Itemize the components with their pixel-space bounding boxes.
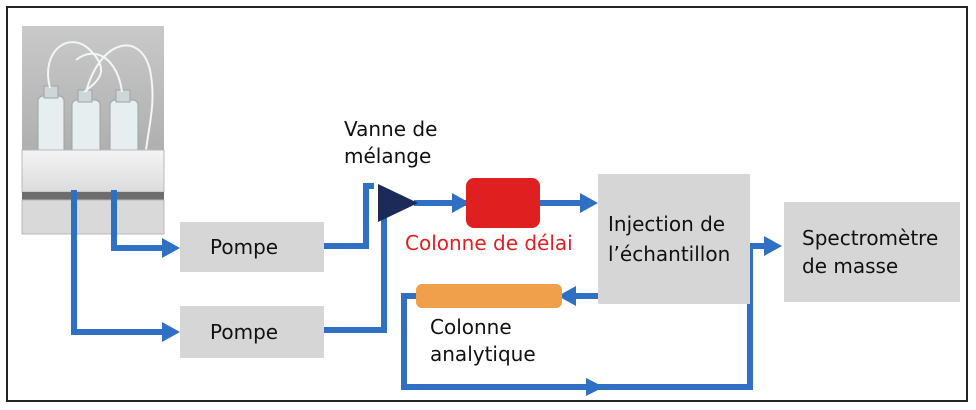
arrow-bottom-return xyxy=(586,378,604,396)
mass-spectrometer-box: Spectromètre de masse xyxy=(784,202,960,302)
analytical-column-shape xyxy=(416,284,562,308)
analytical-column-label: Colonne analytique xyxy=(430,314,536,368)
mixing-valve-label: Vanne de mélange xyxy=(344,116,437,170)
solvent-tubing xyxy=(47,41,154,151)
pump-2-label: Pompe xyxy=(210,320,279,344)
mixing-valve-shape xyxy=(378,184,418,222)
sample-injection-label-line-2: l’échantillon xyxy=(608,242,731,266)
flow-arrows xyxy=(162,193,782,396)
mass-spectrometer-label-line-1: Spectromètre xyxy=(802,226,939,250)
arrow-to-ms xyxy=(764,236,782,256)
mass-spectrometer-label-line-2: de masse xyxy=(802,254,899,278)
delay-column-label: Colonne de délai xyxy=(405,231,573,255)
pump-1-label: Pompe xyxy=(210,235,279,259)
pipe-bottle-to-pump-2 xyxy=(71,190,170,335)
pipe-bottle-to-pump-1 xyxy=(111,190,170,251)
pipe-analytical-column-to-ms xyxy=(401,243,766,390)
solvent-module xyxy=(21,26,165,235)
arrow-to-pump-1 xyxy=(162,238,180,258)
delay-column-shape xyxy=(466,178,540,228)
pump-1-box: Pompe xyxy=(180,222,324,272)
pipe-pump-1-to-valve xyxy=(324,183,374,249)
mixing-valve-label-line-2: mélange xyxy=(344,144,432,168)
sample-injection-label-line-1: Injection de xyxy=(608,212,726,236)
pipe-pump-2-to-valve xyxy=(324,206,387,333)
arrow-to-analytical-column xyxy=(558,286,576,306)
arrow-to-pump-2 xyxy=(162,322,180,342)
analytical-column-label-line-1: Colonne xyxy=(430,315,512,339)
analytical-column-label-line-2: analytique xyxy=(430,342,536,366)
arrow-to-delay-column xyxy=(452,193,470,213)
mixing-valve-label-line-1: Vanne de xyxy=(344,117,438,141)
arrow-to-injection xyxy=(580,193,598,213)
pump-2-box: Pompe xyxy=(180,306,324,358)
solvent-bottles xyxy=(37,85,139,161)
sample-injection-box: Injection de l’échantillon xyxy=(598,174,750,304)
